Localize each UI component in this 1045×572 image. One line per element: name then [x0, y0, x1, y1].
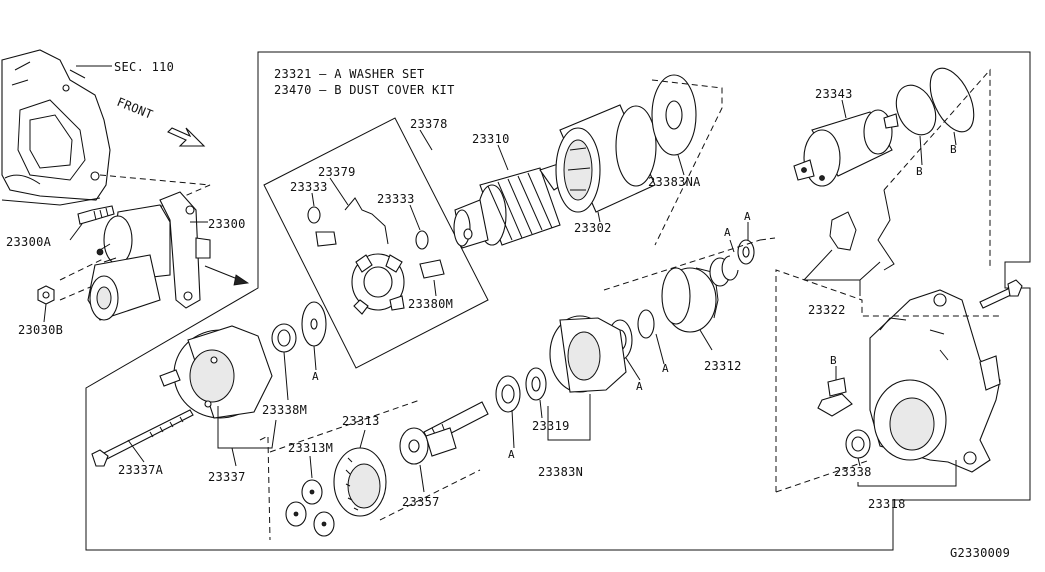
- callout-labels: 23300 23300A 23030B 23378 23379 23333 23…: [6, 87, 906, 511]
- callout-23030b: 23030B: [18, 323, 63, 337]
- section-reference: SEC. 110: [114, 60, 174, 74]
- armature-23310: [453, 163, 567, 249]
- front-arrow: FRONT: [115, 95, 206, 147]
- callout-23333-a: 23333: [290, 180, 328, 194]
- bolt-23300a: [77, 205, 115, 225]
- starter-assembly: [87, 191, 211, 321]
- callout-23322: 23322: [808, 303, 846, 317]
- rear-cover-23337: [173, 325, 273, 419]
- planet-gears-23313m: [285, 479, 335, 537]
- callout-23357: 23357: [402, 495, 440, 509]
- callout-23337: 23337: [208, 470, 246, 484]
- brush-springs: [307, 197, 445, 279]
- washer-a-left: [301, 301, 327, 347]
- brush-holder: [351, 253, 405, 315]
- solenoid-23343: [793, 109, 899, 187]
- callout-23379: 23379: [318, 165, 356, 179]
- marker-a-6: A: [744, 210, 751, 223]
- through-bolt-23337a: [91, 409, 194, 467]
- marker-b-1: B: [916, 165, 923, 178]
- marker-b-3: B: [830, 354, 837, 367]
- marker-a-5: A: [724, 226, 731, 239]
- callout-23318: 23318: [868, 497, 906, 511]
- marker-a-2: A: [508, 448, 515, 461]
- callout-23338m: 23338M: [262, 403, 307, 417]
- washer-23383na: [651, 74, 697, 156]
- drive-gear-23312: [661, 257, 731, 333]
- callout-23313: 23313: [342, 414, 380, 428]
- callout-23319: 23319: [532, 419, 570, 433]
- svg-text:23470 — B DUST COVER KIT: 23470 — B DUST COVER KIT: [274, 83, 455, 97]
- front-housing-23318: [869, 289, 1001, 473]
- engine-block: [1, 49, 111, 206]
- dust-cover-b: [817, 377, 853, 417]
- nut-23030b: [37, 285, 55, 305]
- shaft-23357: [399, 401, 489, 465]
- callout-23310: 23310: [472, 132, 510, 146]
- svg-text:23321 — A WASHER SET: 23321 — A WASHER SET: [274, 67, 425, 81]
- gear-housing-23383n: [495, 315, 627, 413]
- bearing-23338m: [271, 323, 297, 353]
- marker-labels: A A A A A A B B B: [312, 143, 957, 461]
- callout-23380m: 23380M: [408, 297, 453, 311]
- housing-bolt: [979, 279, 1023, 309]
- callout-23333-b: 23333: [377, 192, 415, 206]
- legend: 23321 — A WASHER SET 23470 — B DUST COVE…: [274, 67, 455, 97]
- dust-cover-rings: [895, 67, 975, 136]
- bearing-23338: [845, 429, 871, 459]
- main-outline: [85, 51, 1031, 551]
- callout-23383na: 23383NA: [648, 175, 701, 189]
- callout-23383n: 23383N: [538, 465, 583, 479]
- clip-23322: [829, 189, 895, 271]
- front-label: FRONT: [115, 95, 155, 122]
- callout-23300: 23300: [208, 217, 246, 231]
- screw-small: [159, 369, 181, 387]
- callout-23343: 23343: [815, 87, 853, 101]
- yoke-23302: [555, 104, 657, 213]
- marker-a-1: A: [312, 370, 319, 383]
- callout-23337a: 23337A: [118, 463, 164, 477]
- marker-a-4: A: [662, 362, 669, 375]
- callout-23300a: 23300A: [6, 235, 52, 249]
- figure-code: G2330009: [950, 546, 1010, 560]
- callout-23338: 23338: [834, 465, 872, 479]
- callout-23312: 23312: [704, 359, 742, 373]
- marker-b-2: B: [950, 143, 957, 156]
- callout-23313m: 23313M: [288, 441, 333, 455]
- callout-23302: 23302: [574, 221, 612, 235]
- brush-box-outline: [263, 117, 489, 369]
- callout-23378: 23378: [410, 117, 448, 131]
- ring-gear-23313: [333, 447, 387, 517]
- marker-a-3: A: [636, 380, 643, 393]
